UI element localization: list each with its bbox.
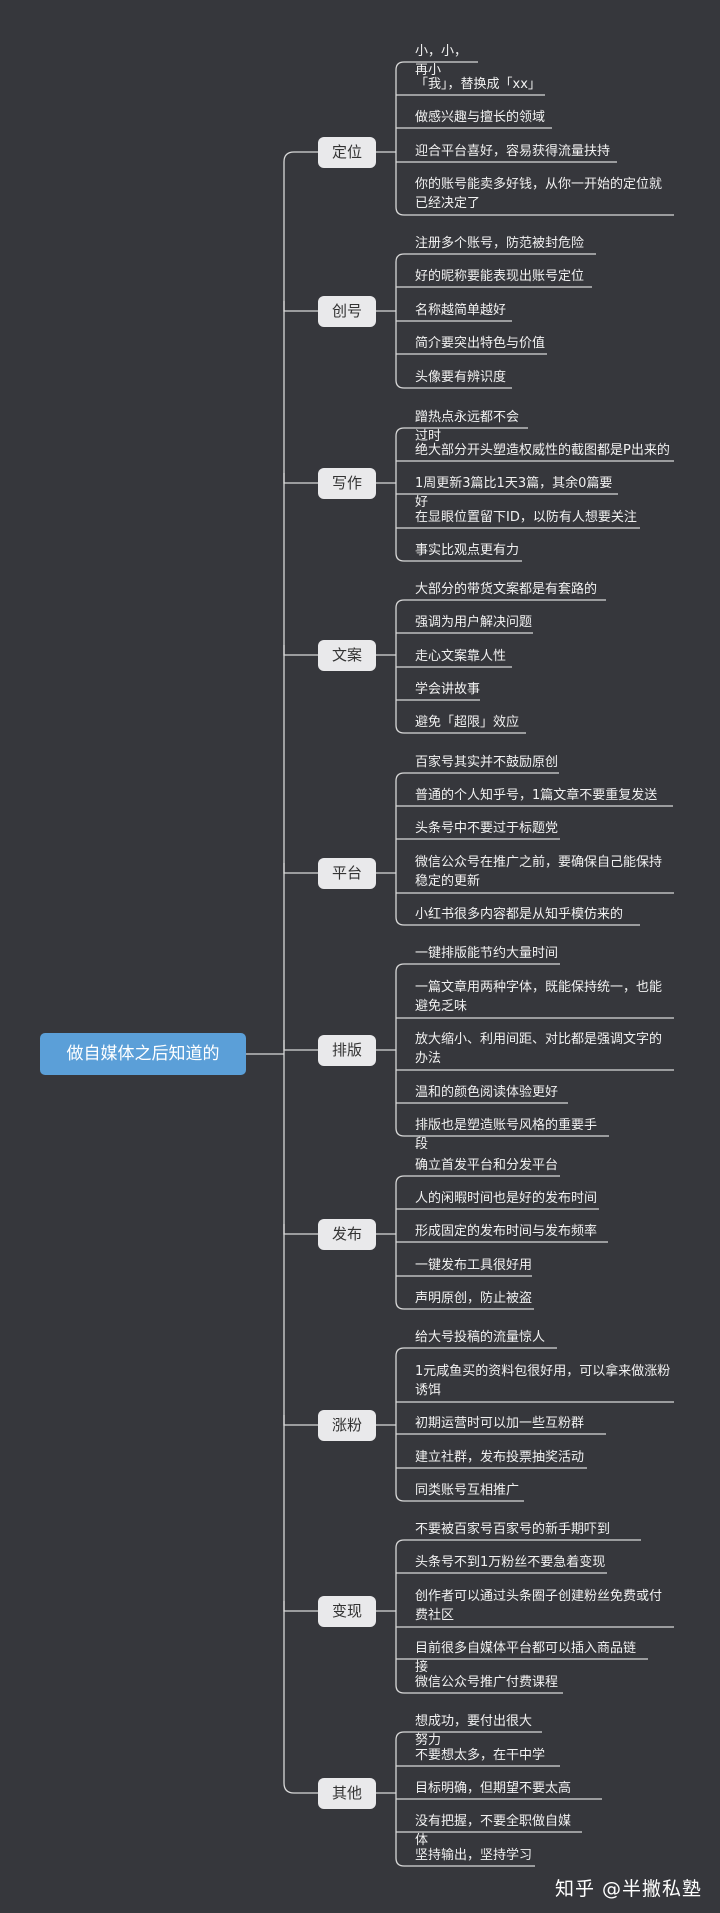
branch-node[interactable]: 变现 (318, 1596, 376, 1627)
leaf-underline (395, 1492, 524, 1502)
leaf-item[interactable]: 创作者可以通过头条圈子创建粉丝免费或付费社区 (415, 1589, 663, 1623)
leaf-item[interactable]: 小，小，再小 (415, 44, 468, 78)
leaf-item[interactable]: 做感兴趣与擅长的领域 (415, 110, 546, 125)
leaf-item[interactable]: 学会讲故事 (415, 682, 481, 697)
branch-node[interactable]: 创号 (318, 296, 376, 327)
branch-node[interactable]: 平台 (318, 858, 376, 889)
leaf-item[interactable]: 一篇文章用两种字体，既能保持统一，也能避免乏味 (415, 980, 663, 1014)
branch-node[interactable]: 发布 (318, 1219, 376, 1250)
leaf-underline (395, 599, 606, 609)
leaf-item[interactable]: 排版也是塑造账号风格的重要手段 (415, 1118, 598, 1152)
leaf-item[interactable]: 目前很多自媒体平台都可以插入商品链接 (415, 1641, 637, 1675)
leaf-item[interactable]: 小红书很多内容都是从知乎模仿来的 (415, 907, 624, 922)
leaf-item[interactable]: 「我」，替换成「xx」 (415, 77, 541, 92)
branch-link (283, 1415, 318, 1426)
leaf-item[interactable]: 初期运营时可以加一些互粉群 (415, 1416, 585, 1431)
watermark: 知乎 @半撇私塾 (554, 1878, 702, 1900)
leaf-item[interactable]: 确立首发平台和分发平台 (415, 1158, 559, 1173)
branch-node[interactable]: 文案 (318, 640, 376, 671)
leaf-item[interactable]: 避免「超限」效应 (415, 715, 520, 730)
leaf-item[interactable]: 百家号其实并不鼓励原创 (415, 755, 559, 770)
leaf-item[interactable]: 绝大部分开头塑造权威性的截图都是P出来的 (415, 443, 670, 458)
leaf-item[interactable]: 不要被百家号百家号的新手期吓到 (415, 1522, 611, 1537)
leaf-item[interactable]: 注册多个账号，防范被封危险 (415, 236, 585, 251)
root-node[interactable]: 做自媒体之后知道的 (40, 1033, 246, 1075)
leaf-item[interactable]: 简介要突出特色与价值 (415, 336, 546, 351)
leaf-underline (395, 206, 674, 216)
branch-link (283, 473, 318, 484)
leaf-item[interactable]: 建立社群，发布投票抽奖活动 (415, 1450, 585, 1465)
branch-link (283, 1601, 318, 1612)
leaf-item[interactable]: 没有把握，不要全职做自媒体 (415, 1814, 572, 1848)
leaf-item[interactable]: 蹭热点永远都不会过时 (415, 410, 520, 444)
leaf-item[interactable]: 名称越简单越好 (415, 303, 507, 318)
leaf-item[interactable]: 一键排版能节约大量时间 (415, 946, 559, 961)
leaf-item[interactable]: 迎合平台喜好，容易获得流量扶持 (415, 144, 611, 159)
leaf-underline (395, 427, 528, 437)
leaf-underline (395, 916, 640, 926)
leaf-item[interactable]: 人的闲暇时间也是好的发布时间 (415, 1191, 598, 1206)
leaf-item[interactable]: 在显眼位置留下ID，以防有人想要关注 (415, 510, 637, 525)
leaf-item[interactable]: 事实比观点更有力 (415, 543, 520, 558)
leaf-underline (395, 1857, 535, 1867)
branch-node[interactable]: 涨粉 (318, 1410, 376, 1441)
branch-node[interactable]: 其他 (318, 1778, 376, 1809)
leaf-item[interactable]: 强调为用户解决问题 (415, 615, 533, 630)
leaf-underline (395, 61, 478, 71)
leaf-underline (395, 379, 512, 389)
leaf-item[interactable]: 给大号投稿的流量惊人 (415, 1330, 546, 1345)
leaf-item[interactable]: 坚持输出，坚持学习 (415, 1848, 533, 1863)
leaf-underline (395, 1539, 641, 1549)
leaf-underline (395, 552, 522, 562)
leaf-item[interactable]: 大部分的带货文案都是有套路的 (415, 582, 598, 597)
branch-link (283, 645, 318, 656)
leaf-item[interactable]: 微信公众号推广付费课程 (415, 1675, 559, 1690)
leaf-item[interactable]: 头像要有辨识度 (415, 370, 507, 385)
leaf-underline (395, 1347, 557, 1357)
leaf-item[interactable]: 普通的个人知乎号，1篇文章不要重复发送 (415, 788, 658, 803)
leaf-underline (395, 772, 559, 782)
leaf-item[interactable]: 目标明确，但期望不要太高 (415, 1781, 572, 1796)
leaf-item[interactable]: 1周更新3篇比1天3篇，其余0篇要好 (415, 476, 613, 510)
leaf-underline (395, 1127, 609, 1137)
branch-link (283, 1782, 318, 1794)
leaf-underline (395, 1731, 542, 1741)
leaf-underline (395, 1684, 563, 1694)
branch-link (283, 301, 318, 312)
branch-node[interactable]: 写作 (318, 468, 376, 499)
leaf-item[interactable]: 1元咸鱼买的资料包很好用，可以拿来做涨粉诱饵 (415, 1364, 671, 1398)
leaf-item[interactable]: 想成功，要付出很大努力 (415, 1714, 533, 1748)
leaf-item[interactable]: 走心文案靠人性 (415, 649, 507, 664)
branch-link (283, 1040, 318, 1051)
branch-node[interactable]: 定位 (318, 137, 376, 168)
leaf-underline (395, 1300, 534, 1310)
leaf-item[interactable]: 温和的颜色阅读体验更好 (415, 1085, 559, 1100)
leaf-underline (395, 963, 560, 973)
leaf-item[interactable]: 你的账号能卖多好钱，从你一开始的定位就已经决定了 (415, 177, 663, 211)
leaf-underline (395, 253, 596, 263)
leaf-underline (395, 1175, 560, 1185)
branch-link (283, 1224, 318, 1235)
leaf-item[interactable]: 头条号中不要过于标题党 (415, 821, 559, 836)
leaf-underline (395, 724, 526, 734)
leaf-item[interactable]: 形成固定的发布时间与发布频率 (415, 1224, 598, 1239)
leaf-item[interactable]: 不要想太多，在干中学 (415, 1748, 546, 1763)
leaf-item[interactable]: 一键发布工具很好用 (415, 1258, 533, 1273)
leaf-item[interactable]: 微信公众号在推广之前，要确保自己能保持稳定的更新 (415, 855, 663, 889)
leaf-item[interactable]: 同类账号互相推广 (415, 1483, 520, 1498)
branch-link (283, 151, 318, 163)
branch-node[interactable]: 排版 (318, 1035, 376, 1066)
leaf-item[interactable]: 头条号不到1万粉丝不要急着变现 (415, 1555, 606, 1570)
leaf-item[interactable]: 放大缩小、利用间距、对比都是强调文字的办法 (415, 1032, 663, 1066)
leaf-item[interactable]: 声明原创，防止被盗 (415, 1291, 533, 1306)
branch-link (283, 863, 318, 874)
leaf-item[interactable]: 好的昵称要能表现出账号定位 (415, 269, 585, 284)
